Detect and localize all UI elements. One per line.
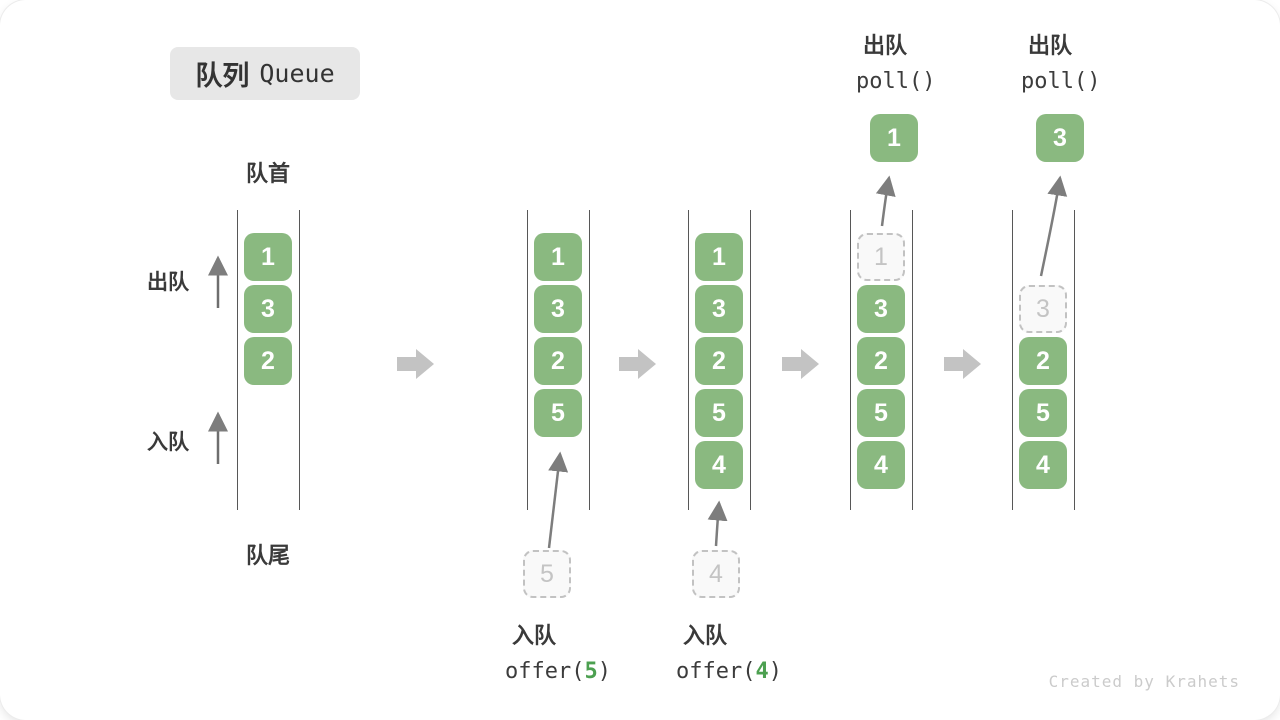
queue-front-label: 队首 <box>245 161 290 186</box>
code-pre: offer( <box>505 659 585 684</box>
queue-channel-state5 <box>1012 210 1075 510</box>
queue-element: 1 <box>695 233 743 281</box>
state-flow-arrow-icon-4 <box>944 349 981 379</box>
queue-element: 3 <box>534 285 582 333</box>
queue-element: 3 <box>244 285 292 333</box>
incoming-element: 4 <box>692 550 740 598</box>
popped-element: 3 <box>1036 114 1084 162</box>
operation-enqueue-5: 入队 offer(5) <box>505 618 611 684</box>
queue-element: 2 <box>534 337 582 385</box>
queue-element: 1 <box>534 233 582 281</box>
queue-element: 5 <box>695 389 743 437</box>
operation-code: poll() <box>856 69 936 94</box>
state-flow-arrow-icon-3 <box>782 349 819 379</box>
incoming-element: 5 <box>523 550 571 598</box>
queue-element: 2 <box>1019 337 1067 385</box>
queue-element: 2 <box>857 337 905 385</box>
queue-element: 1 <box>244 233 292 281</box>
queue-element: 5 <box>857 389 905 437</box>
operation-name: 出队 <box>1028 33 1073 58</box>
code-arg: 5 <box>584 659 598 684</box>
title-badge: 队列 Queue <box>170 47 360 100</box>
operation-name: 入队 <box>683 623 728 648</box>
enqueue-side-label: 入队 <box>147 431 189 454</box>
queue-element: 3 <box>695 285 743 333</box>
queue-channel-state3 <box>688 210 751 510</box>
queue-element: 5 <box>1019 389 1067 437</box>
operation-dequeue-1: 出队 poll() <box>856 28 935 94</box>
state-flow-arrow-icon-1 <box>397 349 434 379</box>
queue-element: 4 <box>695 441 743 489</box>
operation-name: 入队 <box>512 623 557 648</box>
title-en: Queue <box>259 59 335 88</box>
queue-element: 5 <box>534 389 582 437</box>
queue-channel-state2 <box>527 210 590 510</box>
queue-element: 2 <box>244 337 292 385</box>
operation-name: 出队 <box>863 33 908 58</box>
queue-channel-state1 <box>237 210 300 510</box>
queue-element: 2 <box>695 337 743 385</box>
operation-code: offer(5) <box>505 659 611 684</box>
code-pre: offer( <box>676 659 756 684</box>
queue-rear-label: 队尾 <box>245 543 290 568</box>
watermark-credit: Created by Krahets <box>1048 672 1240 691</box>
title-zh: 队列 <box>195 61 250 91</box>
operation-dequeue-2: 出队 poll() <box>1021 28 1100 94</box>
state-flow-arrow-icon-2 <box>619 349 656 379</box>
queue-element: 4 <box>1019 441 1067 489</box>
code-post: ) <box>597 659 611 684</box>
removed-element-ghost: 1 <box>857 233 905 281</box>
dequeue-side-label: 出队 <box>147 271 189 294</box>
operation-code: offer(4) <box>676 659 782 684</box>
removed-element-ghost: 3 <box>1019 285 1067 333</box>
operation-enqueue-4: 入队 offer(4) <box>676 618 782 684</box>
queue-element: 3 <box>857 285 905 333</box>
queue-channel-state4 <box>850 210 913 510</box>
queue-element: 4 <box>857 441 905 489</box>
operation-code: poll() <box>1021 69 1101 94</box>
popped-element: 1 <box>870 114 918 162</box>
code-arg: 4 <box>755 659 769 684</box>
code-post: ) <box>768 659 782 684</box>
